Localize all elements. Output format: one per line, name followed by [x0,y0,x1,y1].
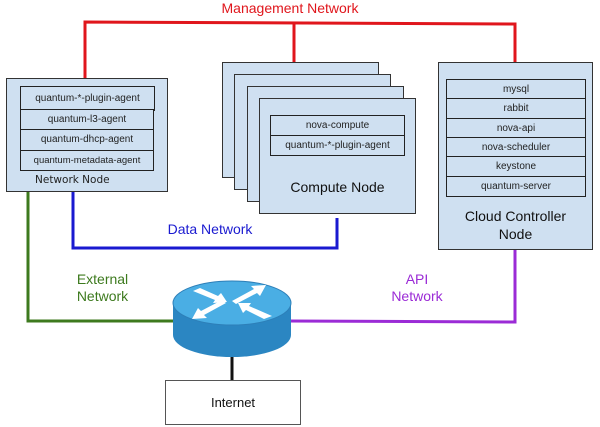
compute-node: nova-compute quantum-*-plugin-agent Comp… [259,98,416,214]
service-box: nova-compute [270,115,405,137]
api-network-line [286,250,517,324]
service-box: quantum-metadata-agent [20,150,154,171]
network-node: quantum-*-plugin-agent quantum-l3-agent … [6,78,168,192]
router-icon [172,280,292,357]
api-network-label-line2: Network [391,288,443,304]
api-network-label: API Network [377,271,457,305]
management-network-label: Management Network [221,0,359,16]
data-network-label: Data Network [167,221,253,237]
service-box: quantum-dhcp-agent [20,129,154,151]
internet-box: Internet [165,380,301,425]
external-network-label-line2: Network [76,288,129,304]
service-box: quantum-server [446,176,586,197]
cloud-controller-title-line2: Node [498,226,533,242]
api-network-label-line1: API [405,271,429,287]
service-box: nova-api [446,118,586,139]
service-box: quantum-*-plugin-agent [20,86,155,111]
service-box: quantum-*-plugin-agent [270,135,405,156]
external-network-label: External Network [60,271,145,305]
service-box: keystone [446,156,586,177]
cloud-controller-title-line1: Cloud Controller [464,208,567,224]
compute-node-title: Compute Node [290,179,385,195]
service-box: rabbit [446,98,586,119]
service-box: nova-scheduler [446,137,586,158]
cloud-controller-node-title: Cloud Controller Node [439,207,592,243]
service-box: quantum-l3-agent [20,109,154,130]
external-network-line [26,192,178,323]
external-network-label-line1: External [76,271,129,287]
data-network-line [71,192,339,250]
management-network-line [83,20,517,78]
cloud-controller-node: mysql rabbit nova-api nova-scheduler key… [438,62,593,250]
network-node-title: Network Node [35,174,110,186]
service-box: mysql [446,79,586,100]
